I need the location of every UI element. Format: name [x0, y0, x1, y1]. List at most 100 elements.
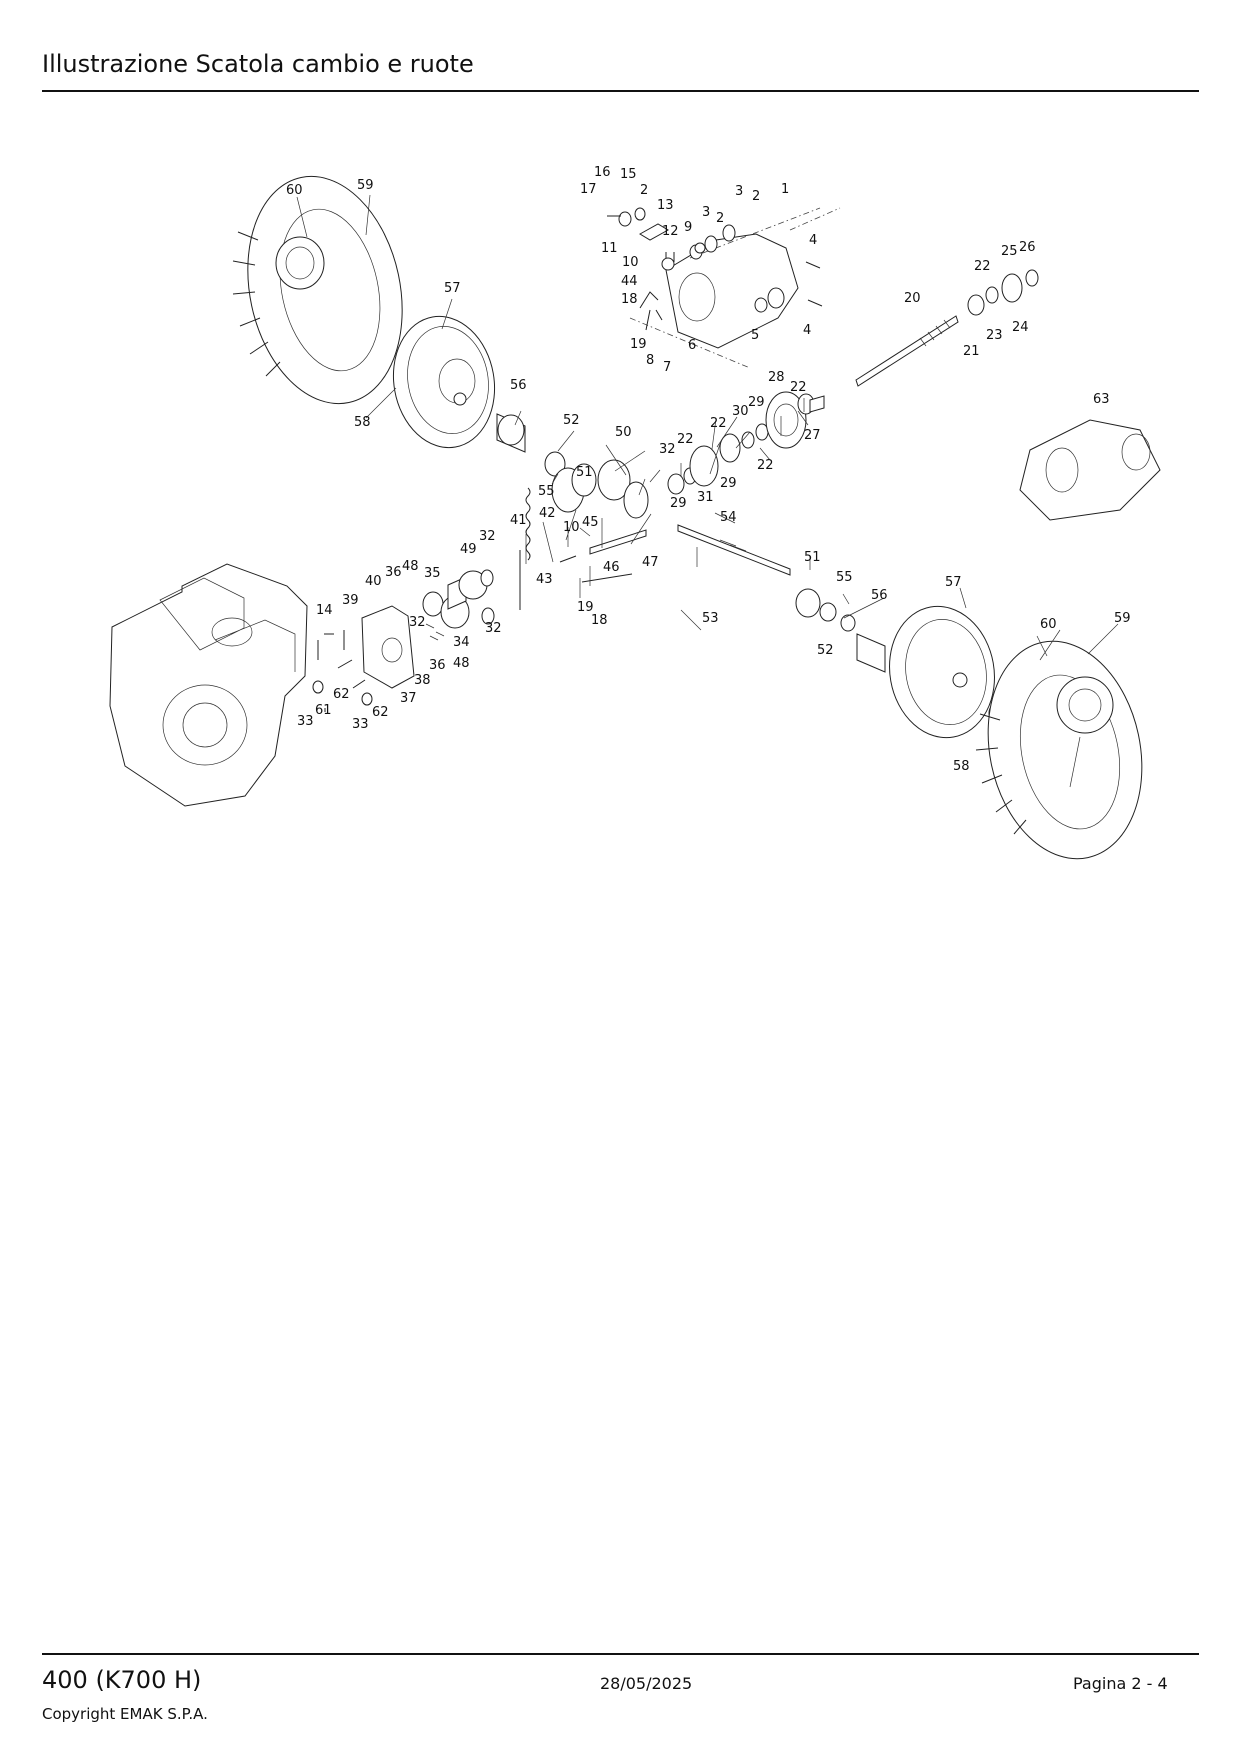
- page-number: Pagina 2 - 4: [1073, 1674, 1168, 1693]
- callout-34: 34: [453, 635, 470, 650]
- callout-61: 61: [315, 703, 332, 718]
- callout-4a: 4: [809, 233, 817, 248]
- callout-18b: 18: [621, 292, 638, 307]
- callout-22d: 22: [757, 458, 774, 473]
- shift-linkage: [607, 207, 706, 331]
- callout-54: 54: [720, 510, 737, 525]
- callout-2a: 2: [752, 189, 760, 204]
- exploded-parts-diagram: 60 59 57 58 56 52 55 51 50 32 22 22 30 2…: [109, 165, 1161, 860]
- callout-38: 38: [414, 673, 431, 688]
- callout-48b: 48: [453, 656, 470, 671]
- callout-4b: 4: [803, 323, 811, 338]
- callout-16: 16: [594, 165, 611, 180]
- callout-21: 21: [963, 344, 980, 359]
- callout-27: 27: [804, 428, 821, 443]
- callout-33a: 33: [297, 714, 314, 729]
- gearbox-housing: [629, 207, 841, 369]
- callout-60a: 60: [286, 183, 303, 198]
- callout-2b: 2: [716, 211, 724, 226]
- right-hub-spacer: [795, 588, 886, 673]
- callout-8: 8: [646, 353, 654, 368]
- callout-19b: 19: [630, 337, 647, 352]
- right-tire: [975, 640, 1143, 860]
- callout-35: 35: [424, 566, 441, 581]
- callout-55b: 55: [836, 570, 853, 585]
- callout-55a: 55: [538, 484, 555, 499]
- callout-17: 17: [580, 182, 597, 197]
- callout-36a: 36: [385, 565, 402, 580]
- assembled-gearbox: [1019, 419, 1161, 521]
- callout-28: 28: [768, 370, 785, 385]
- callout-33b: 33: [352, 717, 369, 732]
- callout-50: 50: [615, 425, 632, 440]
- callout-43: 43: [536, 572, 553, 587]
- callout-62b: 62: [372, 705, 389, 720]
- right-rim: [889, 605, 1004, 739]
- central-gears: [551, 391, 825, 519]
- callout-30: 30: [732, 404, 749, 419]
- callout-3b: 3: [702, 205, 710, 220]
- callout-32c: 32: [409, 615, 426, 630]
- callout-22b: 22: [710, 416, 727, 431]
- callout-24: 24: [1012, 320, 1029, 335]
- callout-58a: 58: [354, 415, 371, 430]
- callout-51b: 51: [804, 550, 821, 565]
- callout-41: 41: [510, 513, 527, 528]
- callout-62a: 62: [333, 687, 350, 702]
- callout-29a: 29: [748, 395, 765, 410]
- callout-31: 31: [697, 490, 714, 505]
- callout-13: 13: [657, 198, 674, 213]
- callout-26: 26: [1019, 240, 1036, 255]
- callout-40: 40: [365, 574, 382, 589]
- gearbox-cover-plate: [312, 569, 495, 712]
- callout-60b: 60: [1040, 617, 1057, 632]
- callout-52a: 52: [563, 413, 580, 428]
- left-tire: [232, 175, 403, 405]
- callout-46: 46: [603, 560, 620, 575]
- callout-1: 1: [781, 182, 789, 197]
- callout-14: 14: [316, 603, 333, 618]
- callout-11: 11: [601, 241, 618, 256]
- callout-29c: 29: [670, 496, 687, 511]
- callout-22e: 22: [974, 259, 991, 274]
- callout-42: 42: [539, 506, 556, 521]
- left-hub-spacer: [496, 413, 566, 477]
- callout-10b: 10: [622, 255, 639, 270]
- callout-9: 9: [684, 220, 692, 235]
- callout-25: 25: [1001, 244, 1018, 259]
- callout-57b: 57: [945, 575, 962, 590]
- callout-59b: 59: [1114, 611, 1131, 626]
- callout-56a: 56: [510, 378, 527, 393]
- callout-29b: 29: [720, 476, 737, 491]
- model-number: 400 (K700 H): [42, 1666, 202, 1694]
- callout-52b: 52: [817, 643, 834, 658]
- callout-37: 37: [400, 691, 417, 706]
- callout-48a: 48: [402, 559, 419, 574]
- callout-63: 63: [1093, 392, 1110, 407]
- copyright-notice: Copyright EMAK S.P.A.: [42, 1705, 208, 1723]
- callout-6: 6: [688, 338, 696, 353]
- callout-47: 47: [642, 555, 659, 570]
- callout-15: 15: [620, 167, 637, 182]
- footer-divider: [42, 1653, 1199, 1655]
- header-divider: [42, 90, 1199, 92]
- engine-outline: [109, 563, 308, 807]
- callout-44: 44: [621, 274, 638, 289]
- callout-49: 49: [460, 542, 477, 557]
- part-callouts: 60 59 57 58 56 52 55 51 50 32 22 22 30 2…: [286, 165, 1131, 774]
- callout-12: 12: [662, 224, 679, 239]
- callout-10a: 10: [563, 520, 580, 535]
- callout-3a: 3: [735, 184, 743, 199]
- callout-45: 45: [582, 515, 599, 530]
- callout-59a: 59: [357, 178, 374, 193]
- print-date: 28/05/2025: [600, 1674, 693, 1693]
- callout-32a: 32: [659, 442, 676, 457]
- callout-58b: 58: [953, 759, 970, 774]
- callout-57a: 57: [444, 281, 461, 296]
- callout-2c: 2: [640, 183, 648, 198]
- drive-shaft: [677, 524, 791, 576]
- callout-23: 23: [986, 328, 1003, 343]
- callout-32d: 32: [485, 621, 502, 636]
- callout-36b: 36: [429, 658, 446, 673]
- callout-22c: 22: [790, 380, 807, 395]
